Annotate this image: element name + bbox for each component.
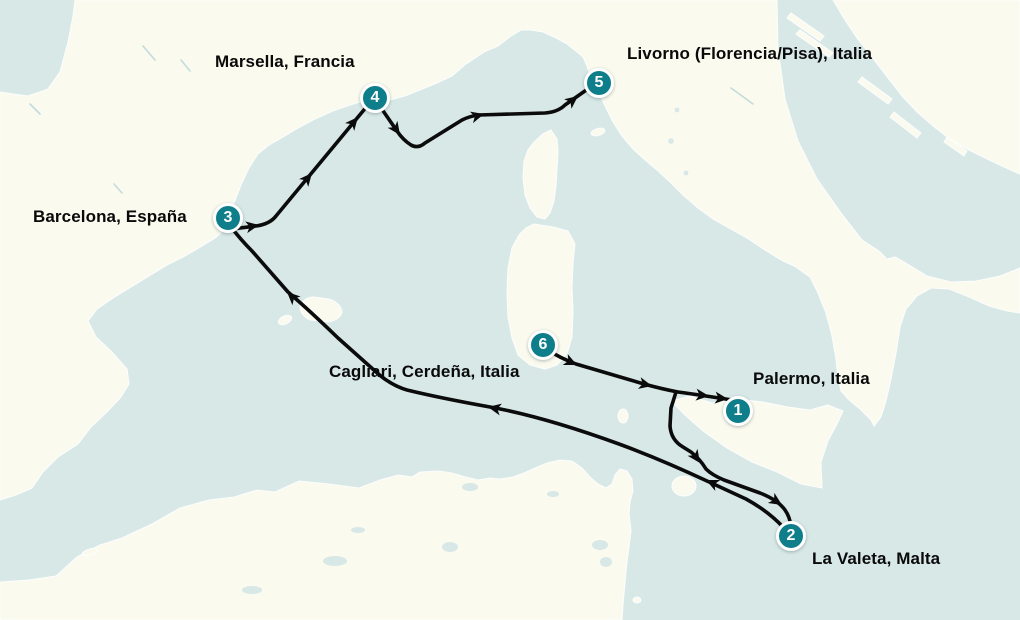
route-2-3: [229, 225, 785, 529]
route-arrow: [287, 292, 301, 306]
stop-marker-6[interactable]: 6: [528, 330, 558, 360]
route-arrow: [714, 391, 728, 404]
stop-marker-5[interactable]: 5: [584, 68, 614, 98]
island-corsica: [522, 129, 559, 220]
port-label-marsella: Marsella, Francia: [215, 52, 355, 71]
route-arrow: [564, 96, 578, 109]
stop-number: 1: [733, 402, 743, 419]
adriatic-island-slivers: [786, 12, 968, 157]
island-sardinia: [506, 223, 576, 370]
islet-tunisia: [632, 596, 642, 604]
stop-number: 2: [786, 527, 796, 544]
route-arrow: [469, 111, 484, 124]
port-label-palermo: Palermo, Italia: [753, 369, 870, 388]
route-4-5: [377, 84, 594, 149]
island-elba: [590, 127, 606, 137]
lakes: [242, 107, 689, 594]
route-arrow: [562, 354, 577, 365]
island-pantelleria: [671, 475, 697, 497]
stop-number: 3: [223, 209, 233, 226]
island-ibiza: [277, 314, 293, 326]
route-arrow: [695, 388, 709, 401]
route-arrow: [345, 117, 358, 131]
port-label-cagliari: Cagliari, Cerdeña, Italia: [329, 362, 520, 381]
rivers: [29, 45, 754, 194]
route-arrowheads: [245, 96, 782, 505]
route-6-1: [546, 348, 734, 402]
island-sicily: [669, 395, 844, 489]
stop-marker-1[interactable]: 1: [723, 396, 753, 426]
port-label-barcelona: Barcelona, España: [33, 207, 187, 226]
small-islands: [81, 127, 697, 604]
stop-number: 4: [370, 89, 380, 106]
islet-west-sicily: [617, 408, 629, 424]
islet-african-coast: [81, 547, 99, 557]
stop-marker-2[interactable]: 2: [776, 521, 806, 551]
route-arrow: [299, 173, 312, 187]
route-arrow: [245, 221, 259, 234]
land-mainland-europe: [0, 0, 1020, 501]
route-1-2: [668, 390, 793, 529]
route-arrow: [687, 448, 700, 463]
route-arrow: [637, 377, 652, 389]
land-north-africa: [0, 459, 634, 620]
land-balkans: [832, 0, 1020, 175]
stop-marker-3[interactable]: 3: [213, 203, 243, 233]
route-arrow: [767, 492, 782, 505]
route-arrow: [387, 120, 400, 135]
stop-number: 6: [538, 336, 548, 353]
stop-marker-4[interactable]: 4: [360, 83, 390, 113]
route-arrow: [488, 403, 502, 416]
route-arrow: [706, 480, 721, 491]
port-label-livorno: Livorno (Florencia/Pisa), Italia: [627, 44, 873, 63]
island-mallorca: [299, 296, 343, 323]
stop-number: 5: [594, 74, 604, 91]
port-label-la-valeta: La Valeta, Malta: [812, 549, 941, 568]
